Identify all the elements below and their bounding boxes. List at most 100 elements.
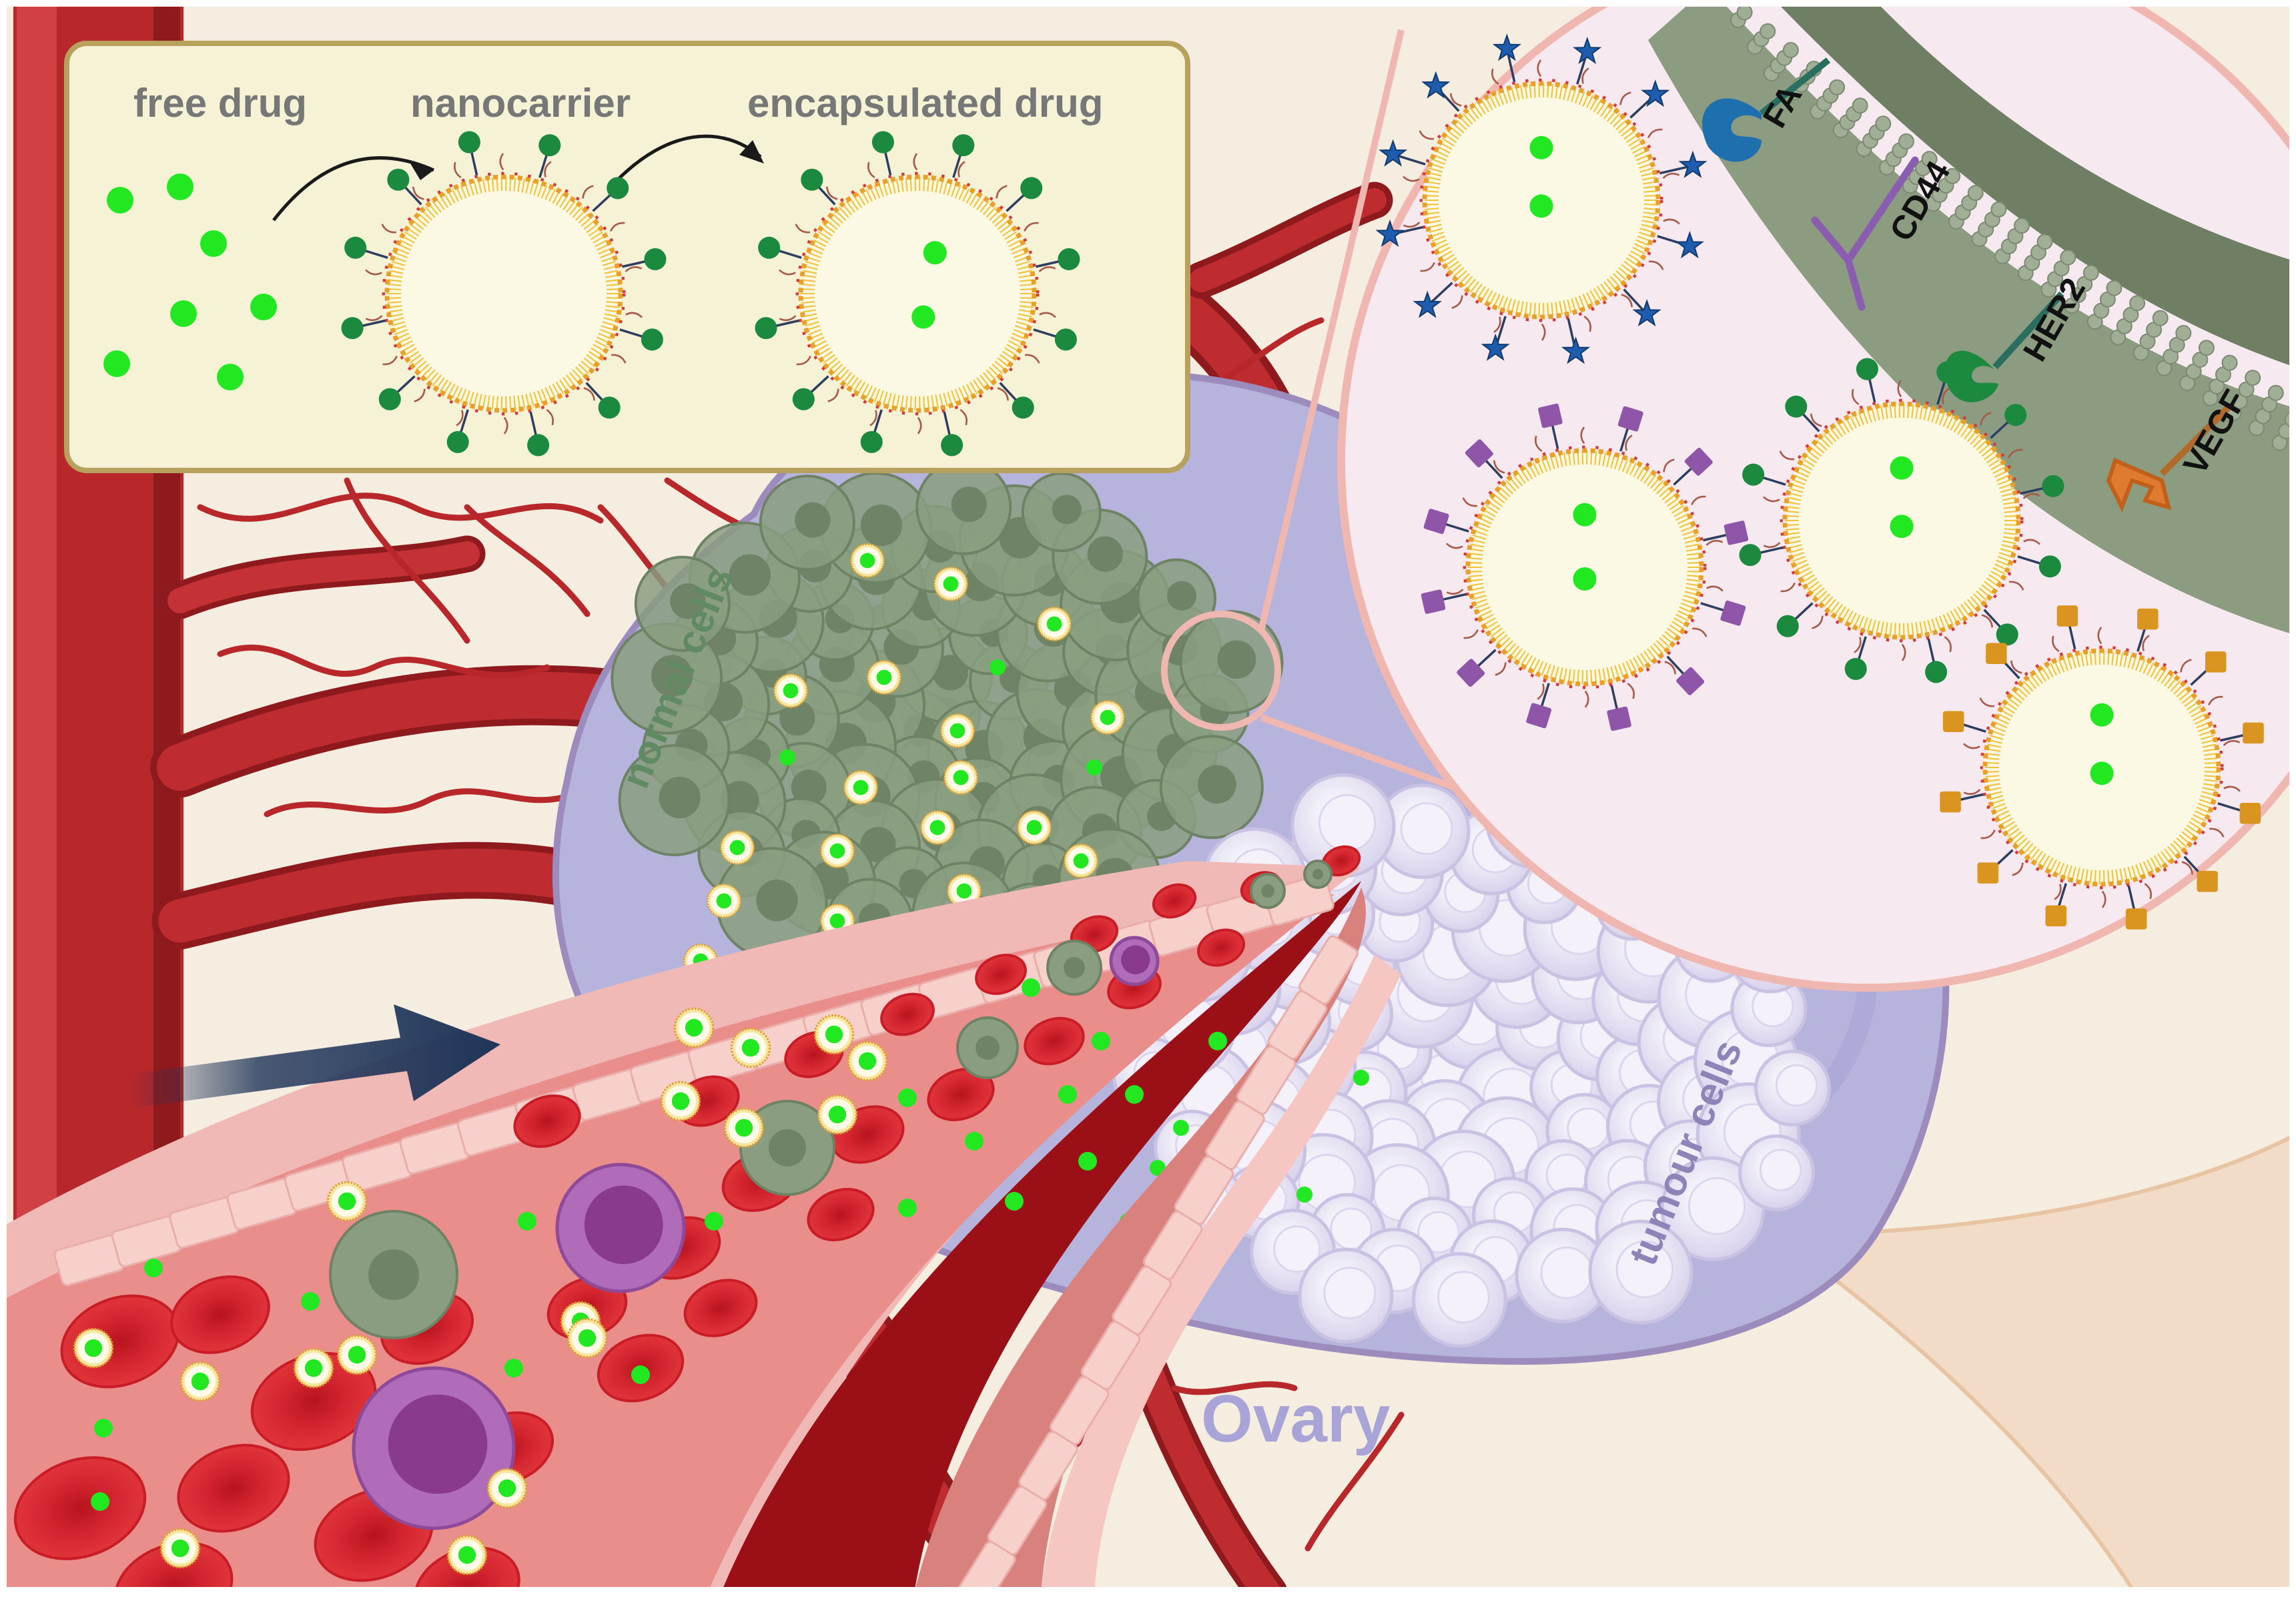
circulating-nanocarrier [181, 1362, 219, 1400]
circulating-nanocarrier [488, 1469, 526, 1507]
circulating-nanocarrier [848, 1042, 886, 1080]
drug-molecule [107, 187, 133, 214]
circulating-nanocarrier [707, 884, 740, 917]
ligand [1012, 396, 1034, 418]
ligand [644, 248, 666, 270]
ligand [1856, 358, 1878, 380]
ligand [1845, 658, 1867, 680]
circulating-nanocarrier [74, 1329, 112, 1367]
drug-molecule [1086, 759, 1102, 775]
circulating-nanocarrier [725, 1108, 763, 1147]
drug-molecule [1890, 515, 1914, 538]
drug-molecule [898, 1199, 917, 1217]
circulating-nanocarrier [1038, 607, 1070, 640]
drug-molecule [911, 306, 935, 329]
ligand [1055, 328, 1077, 350]
drug-molecule [631, 1365, 650, 1384]
ligand [801, 169, 823, 191]
nanocarrier [1740, 358, 2064, 683]
circulating-nanocarrier [294, 1349, 332, 1387]
circulating-nanocarrier [815, 1015, 853, 1053]
circulating-nanocarrier [568, 1319, 606, 1357]
circulating-nanocarrier [338, 1335, 376, 1373]
ligand [941, 434, 963, 456]
ligand [1742, 464, 1764, 486]
circulating-nanocarrier [944, 761, 977, 793]
drug-molecule [1530, 194, 1553, 218]
ligand [2243, 723, 2264, 744]
ligand [872, 131, 894, 153]
circulating-nanocarrier [821, 834, 853, 867]
circulating-nanocarrier [1018, 811, 1050, 844]
circulating-nanocarrier [661, 1082, 699, 1120]
ligand [607, 177, 629, 199]
drug-molecule [2090, 761, 2114, 785]
ligand [2197, 871, 2218, 892]
circulating-nanocarrier [851, 544, 883, 577]
ligand [1740, 544, 1762, 566]
ligand [2205, 651, 2227, 673]
drug-molecule [779, 749, 795, 765]
drug-molecule [1296, 1187, 1312, 1203]
drug-molecule [1058, 1085, 1077, 1104]
drug-molecule [1173, 1120, 1189, 1136]
circulating-nanocarrier [448, 1536, 486, 1574]
circulating-nanocarrier [844, 771, 877, 804]
circulating-nanocarrier [774, 674, 807, 707]
ligand [2126, 908, 2147, 930]
ligand [755, 317, 777, 339]
drug-molecule [1208, 1032, 1227, 1050]
drug-molecule [103, 350, 130, 377]
drug-molecule [504, 1359, 523, 1377]
drug-molecule [1890, 456, 1914, 480]
ligand [458, 131, 480, 153]
circulating-nanocarrier [941, 714, 974, 747]
ligand [1986, 643, 2007, 665]
label-encapsulated-drug: encapsulated drug [747, 81, 1103, 125]
drug-molecule [1078, 1152, 1097, 1171]
ligand [1020, 177, 1042, 199]
ligand [1996, 623, 2018, 645]
drug-molecule [1353, 1070, 1369, 1086]
circulating-nanocarrier [675, 1008, 713, 1046]
drug-molecule [91, 1492, 109, 1511]
drug-molecule [144, 1259, 163, 1277]
drug-molecule [200, 230, 227, 257]
nanocarrier [342, 131, 667, 456]
drug-molecule [898, 1088, 917, 1107]
ligand [2137, 609, 2159, 630]
drug-molecule [1125, 1085, 1144, 1104]
drug-molecule [167, 174, 194, 200]
label-ovary: Ovary [1201, 1381, 1391, 1456]
drug-molecule [1092, 1032, 1110, 1050]
circulating-nanocarrier [1064, 844, 1097, 877]
ligand [379, 388, 401, 410]
ligand [2004, 404, 2026, 426]
circulating-nanocarrier [818, 1095, 856, 1133]
label-free-drug: free drug [133, 81, 307, 125]
ligand [447, 431, 469, 453]
circulating-nanocarrier [1091, 701, 1124, 733]
ligand [1785, 396, 1807, 418]
ligand [1943, 711, 1964, 732]
circulating-nanocarrier [328, 1182, 366, 1220]
ligand [1925, 661, 1947, 683]
drug-molecule [1530, 136, 1553, 159]
ligand [1940, 791, 1961, 813]
ligand [793, 388, 815, 410]
ligand [952, 134, 974, 156]
ligand [1777, 615, 1799, 637]
drug-molecule [518, 1212, 536, 1231]
drug-molecule [94, 1419, 113, 1438]
drug-molecule [170, 300, 197, 327]
ligand [599, 396, 621, 418]
drug-molecule [250, 294, 277, 320]
ligand [527, 434, 549, 456]
ligand [538, 134, 560, 156]
circulating-nanocarrier [721, 831, 753, 864]
drug-molecule [1005, 1192, 1024, 1211]
drug-molecule [990, 659, 1006, 675]
drug-molecule [705, 1212, 723, 1231]
label-nanocarrier: nanocarrier [410, 81, 631, 125]
ligand [758, 237, 780, 259]
